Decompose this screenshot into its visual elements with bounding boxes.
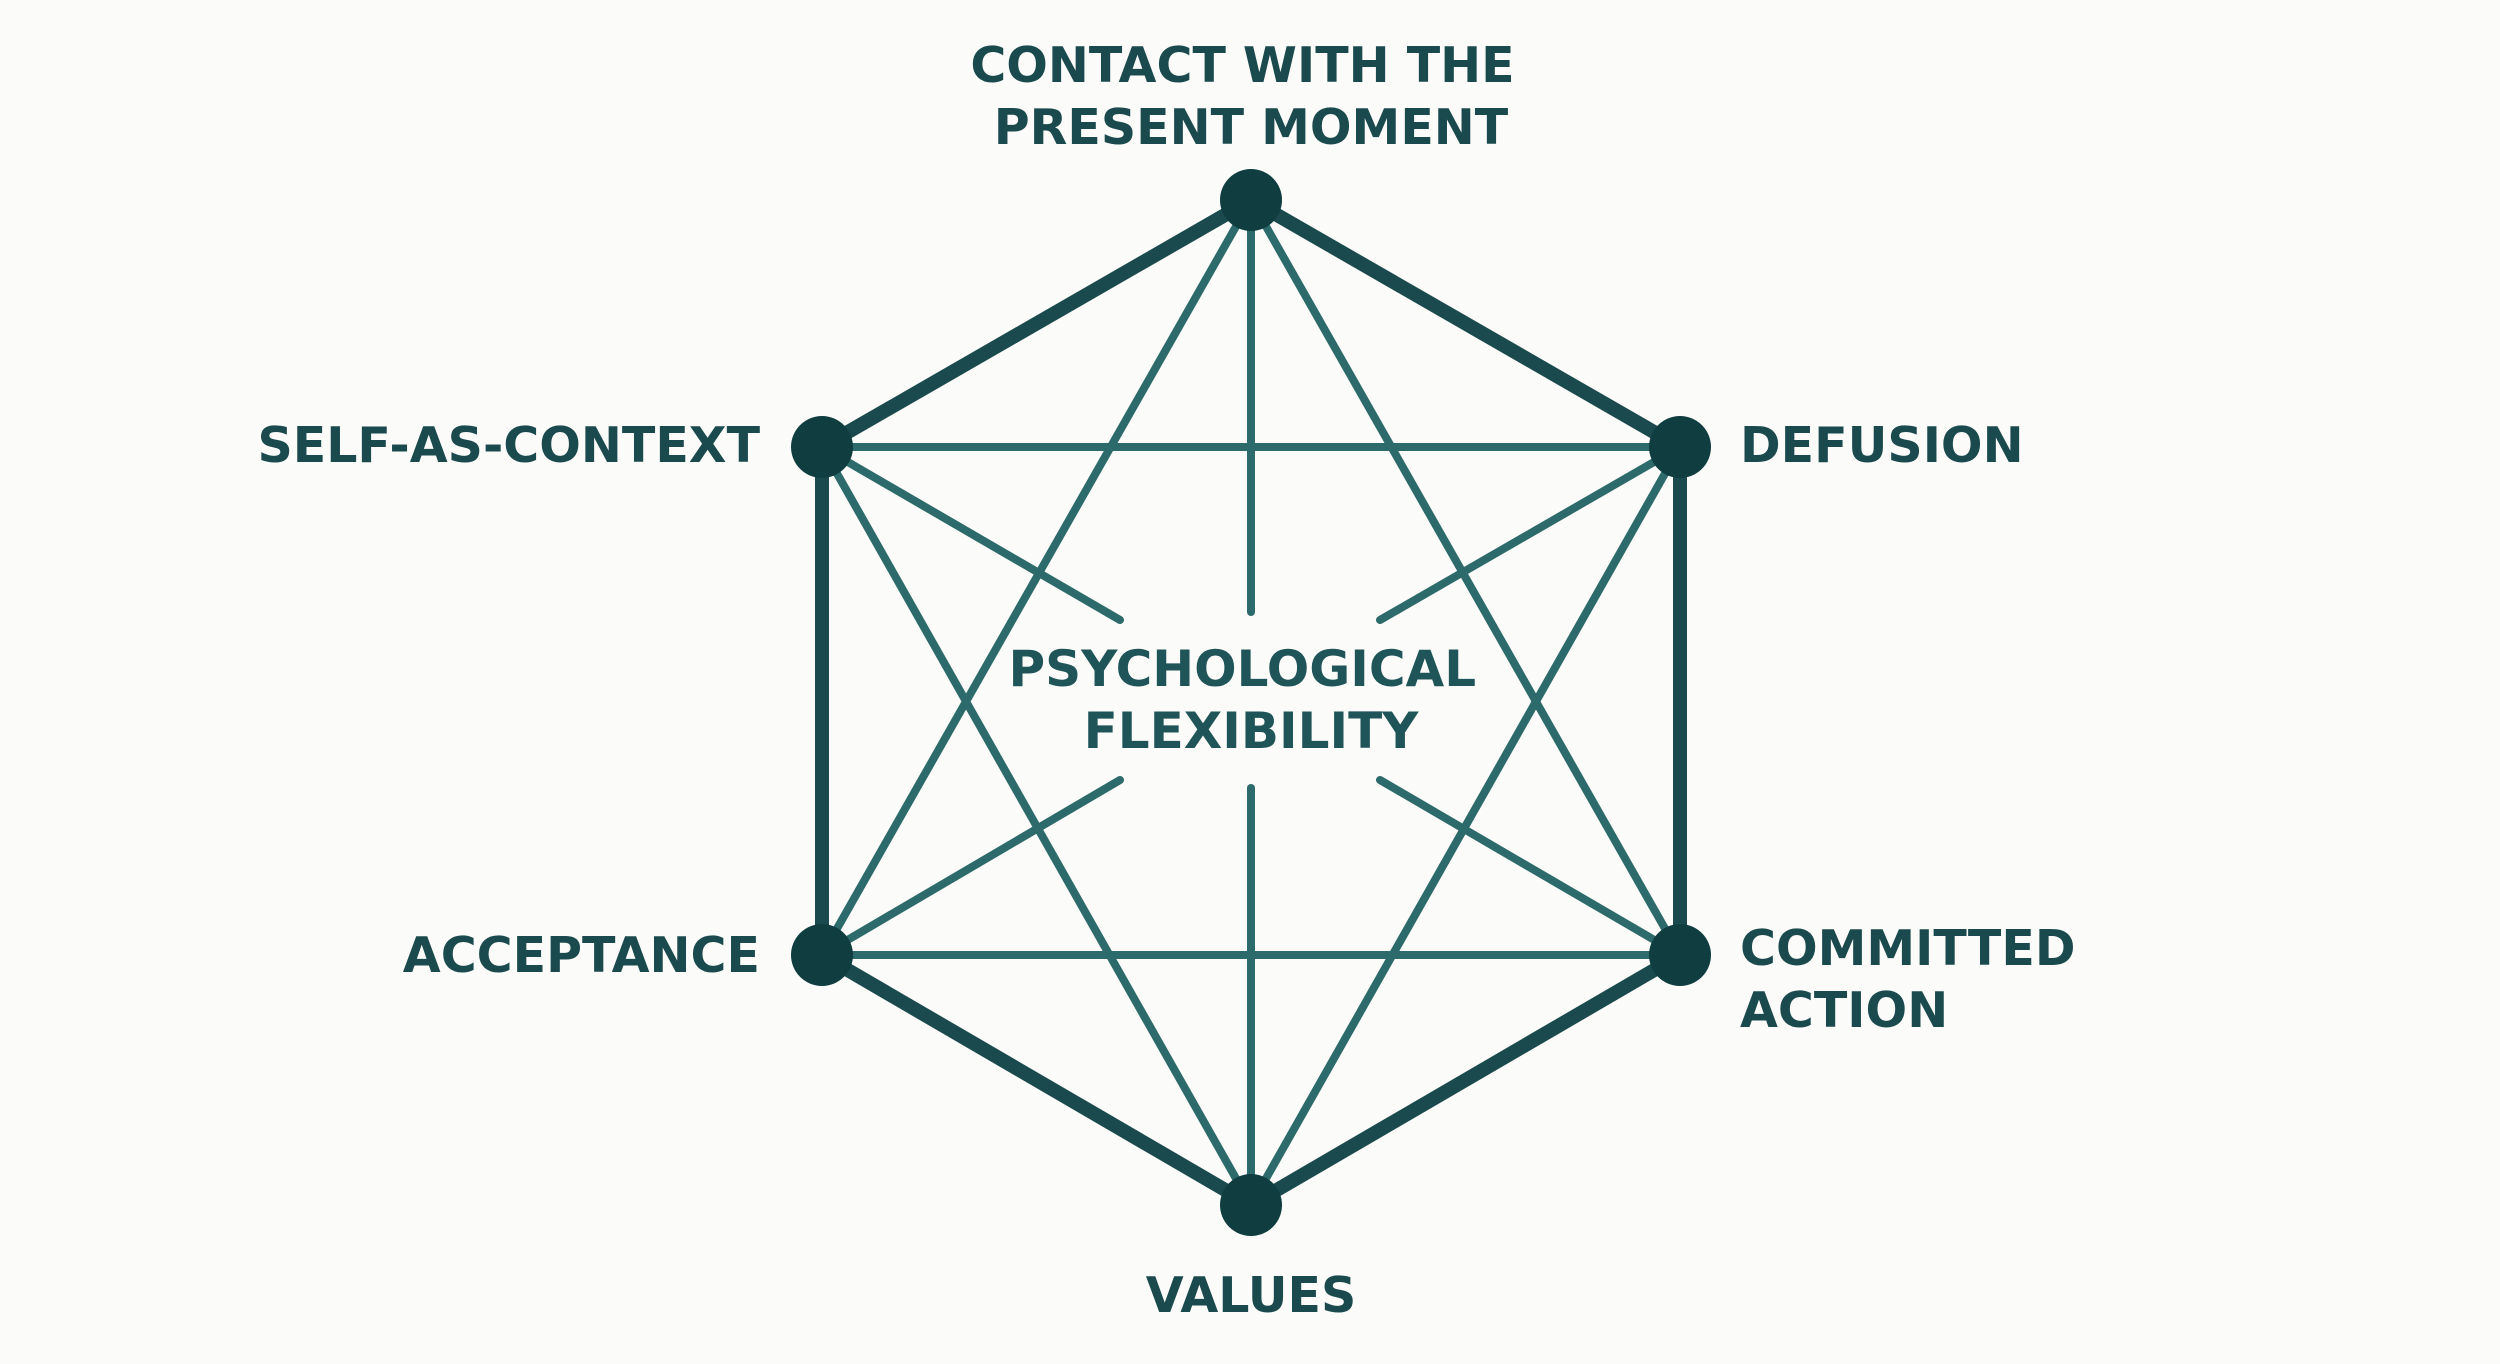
spoke-defusion [1376,443,1684,624]
label-committed: COMMITTED ACTION [1740,920,2093,1039]
node-values [1220,1174,1282,1236]
node-acceptance [791,924,853,986]
spoke-acceptance [818,776,1124,959]
node-present [1220,169,1282,231]
node-markers [791,169,1711,1236]
label-acceptance: ACCEPTANCE [403,927,760,984]
edge-present-acceptance [818,196,1255,959]
label-defusion: DEFUSION [1740,417,2024,474]
edge-present-committed [1247,196,1684,959]
spoke-self [818,443,1124,624]
node-labels: CONTACT WITH THE PRESENT MOMENT DEFUSION… [257,37,2093,1324]
label-self: SELF-AS-CONTEXT [257,417,760,474]
spoke-committed [1376,776,1684,959]
label-values: VALUES [1146,1267,1357,1324]
center-label: PSYCHOLOGICAL FLEXIBILITY [1008,640,1493,760]
node-self [791,416,853,478]
inner-connections [818,196,1684,1209]
node-committed [1649,924,1711,986]
node-defusion [1649,416,1711,478]
label-present: CONTACT WITH THE PRESENT MOMENT [970,37,1531,156]
